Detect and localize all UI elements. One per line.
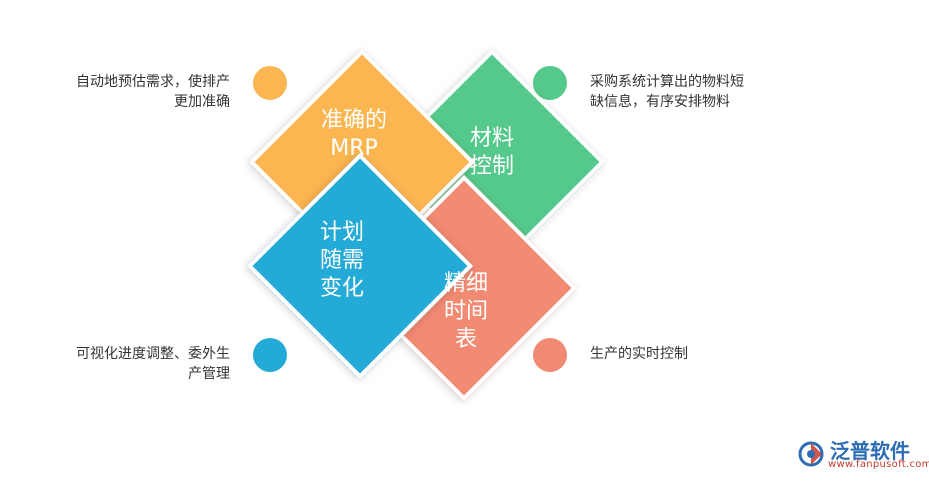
salmon-dot-icon [533,338,567,372]
diamond-label-mrp: 准确的 MRP [320,108,387,161]
diamond-label-plan: 计划 随需 变化 [319,220,364,301]
note-accurate-mrp: 自动地预估需求，使排产 更加准确 [40,72,230,112]
note-material-control: 采购系统计算出的物料短 缺信息，有序安排物料 [590,72,810,112]
note-line: 采购系统计算出的物料短 [590,74,744,90]
note-plan-change: 可视化进度调整、委外生 产管理 [40,344,230,384]
note-line: 自动地预估需求，使排产 [76,74,230,90]
note-line: 缺信息，有序安排物料 [590,94,730,110]
blue-dot-icon [253,338,287,372]
logo-url: www.fanpusoft.com [828,459,929,470]
fanpu-logo-icon [798,441,824,467]
note-timetable: 生产的实时控制 [590,344,790,364]
green-dot-icon [533,66,567,100]
fanpu-logo: 泛普软件 www.fanpusoft.com [798,435,929,475]
logo-name: 泛普软件 [830,439,910,463]
diamond-label-material: 材料 控制 [469,126,514,179]
note-line: 更加准确 [174,94,230,110]
note-line: 产管理 [188,366,230,382]
orange-dot-icon [253,66,287,100]
note-line: 可视化进度调整、委外生 [76,346,230,362]
diamond-label-timetable: 精细 时间 表 [443,271,488,352]
note-line: 生产的实时控制 [590,346,688,362]
